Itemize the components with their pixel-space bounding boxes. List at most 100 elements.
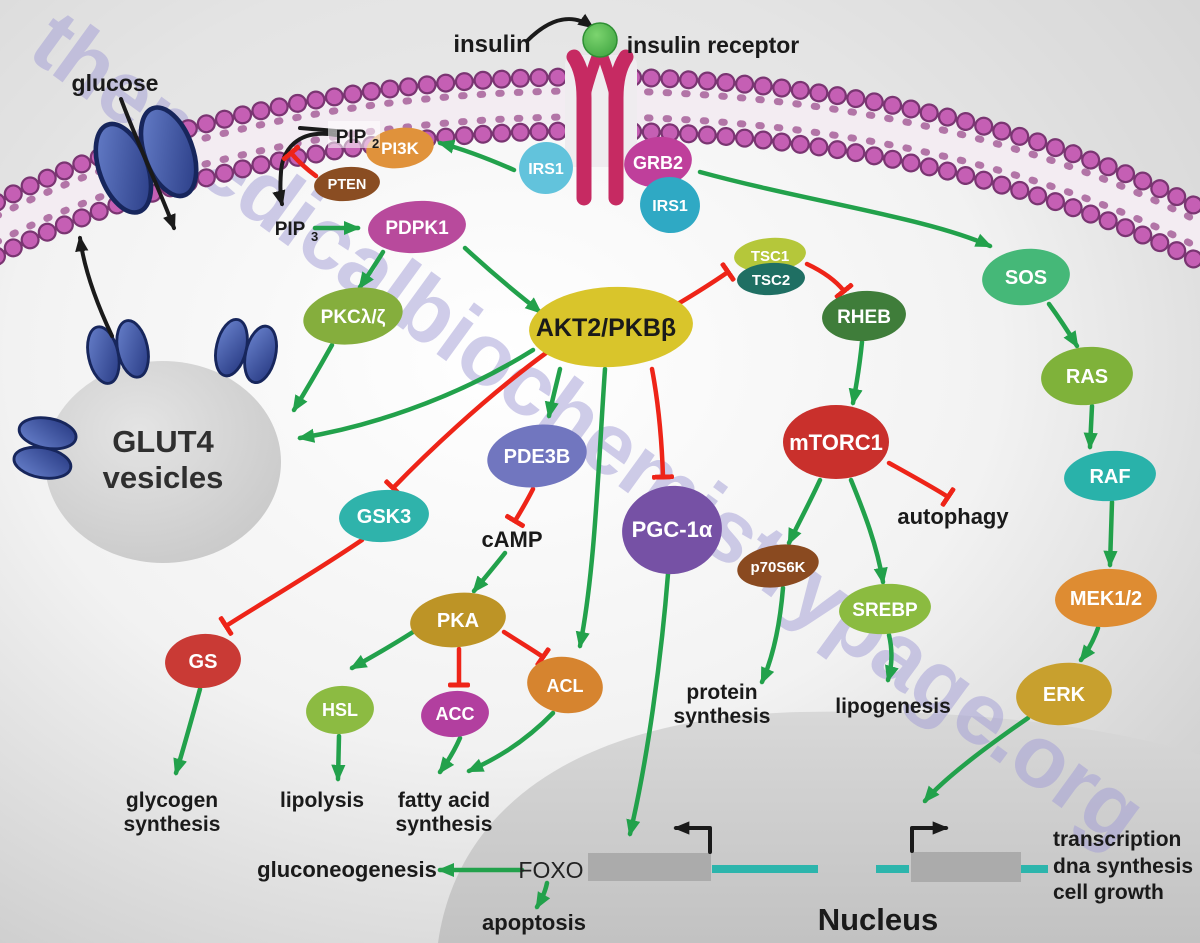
arrow-glucose-uptake [119, 97, 176, 231]
svg-text:p70S6K: p70S6K [750, 559, 805, 576]
lipolysis-label: lipolysis [280, 789, 364, 812]
apoptosis-label: apoptosis [482, 910, 586, 935]
node-raf: RAF [1064, 450, 1156, 502]
node-irs1-right: IRS1 [640, 176, 700, 234]
glut4-label-line2: vesicles [103, 460, 224, 495]
node-mtorc1: mTORC1 [783, 405, 889, 479]
node-grb2: GRB2 [624, 136, 692, 188]
arrow-acc-fattyacid [437, 735, 463, 775]
svg-text:PGC-1α: PGC-1α [632, 517, 713, 542]
arrow-acl-fattyacid [466, 710, 556, 774]
arrow-camp-pka [471, 550, 508, 594]
arrow-akt-pde3b [544, 366, 563, 419]
svg-text:GRB2: GRB2 [633, 153, 683, 173]
node-pkc: PKCλ/ζ [303, 287, 403, 345]
arrow-gs-glycogen [173, 686, 203, 776]
node-mek12: MEK1/2 [1055, 568, 1157, 628]
svg-text:RAF: RAF [1089, 466, 1130, 488]
node-irs1-left: IRS1 [519, 141, 573, 195]
arrow-insulin-binding [525, 13, 595, 43]
protein-synthesis-label-line1: protein [686, 681, 757, 704]
svg-text:GS: GS [189, 651, 218, 673]
arrow-pgc1a-gene [626, 571, 671, 837]
svg-text:GSK3: GSK3 [357, 506, 411, 528]
svg-text:IRS1: IRS1 [652, 198, 688, 215]
foxo-label: FOXO [518, 857, 583, 883]
node-ras: RAS [1041, 346, 1133, 406]
insulin-ligand-icon [582, 22, 618, 58]
glucose-label: glucose [72, 70, 159, 96]
node-acc: ACC [421, 690, 489, 738]
protein-synthesis-label-line2: synthesis [674, 705, 771, 728]
svg-text:PTEN: PTEN [328, 177, 367, 193]
node-acl: ACL [527, 656, 603, 714]
svg-text:ACC: ACC [436, 704, 475, 724]
svg-text:PIP: PIP [336, 127, 367, 148]
node-akt: AKT2/PKBβ [529, 286, 693, 368]
arrow-erk-gene [922, 715, 1031, 804]
node-srebp: SREBP [839, 583, 931, 635]
inhibit-tsc-rheb [804, 261, 854, 300]
inhibit-akt-gsk3 [384, 350, 549, 497]
arrow-pkc-glut4 [291, 342, 335, 413]
inhibit-mtorc1-autophagy [886, 460, 956, 507]
svg-text:PI3K: PI3K [381, 139, 420, 158]
svg-text:ERK: ERK [1043, 684, 1086, 706]
nucleus-region [438, 711, 1200, 943]
transcription-start-arrow-right [910, 821, 949, 853]
svg-text:mTORC1: mTORC1 [789, 430, 883, 455]
arrow-rheb-mtorc1 [848, 339, 865, 406]
pip3-label: PIP 3 [275, 219, 319, 244]
gene-box-left [588, 853, 711, 881]
svg-text:SOS: SOS [1005, 267, 1047, 289]
arrow-ras-raf [1083, 403, 1098, 450]
arrow-pdpk1-akt [462, 245, 543, 315]
transcription-label-line2: dna synthesis [1053, 855, 1193, 878]
pip2-label: PIP 2 [328, 121, 380, 151]
svg-text:RHEB: RHEB [837, 307, 891, 328]
node-pka: PKA [410, 592, 506, 648]
svg-text:AKT2/PKBβ: AKT2/PKBβ [536, 314, 676, 342]
inhibit-pten-pip3 [281, 144, 319, 179]
arrow-pdpk1-pkc [357, 249, 386, 290]
node-p70s6k: p70S6K [737, 544, 819, 588]
arrow-p70s6k-protein [759, 585, 786, 685]
gene-right [910, 821, 1048, 882]
arrow-mek-erk [1078, 625, 1101, 663]
svg-text:PDE3B: PDE3B [504, 446, 571, 468]
svg-text:ACL: ACL [547, 676, 584, 696]
glut4-label-line1: GLUT4 [112, 424, 214, 459]
svg-text:3: 3 [311, 229, 318, 244]
node-rheb: RHEB [822, 290, 906, 342]
extracellular-region [0, 0, 1200, 209]
arrow-srebp-lipogenesis [885, 632, 899, 683]
svg-text:PDPK1: PDPK1 [385, 218, 449, 239]
svg-text:MEK1/2: MEK1/2 [1070, 588, 1142, 610]
node-tsc2: TSC2 [737, 262, 805, 296]
gene-box-right [911, 852, 1021, 882]
node-sos: SOS [982, 248, 1070, 306]
autophagy-label: autophagy [897, 504, 1009, 529]
arrow-mtorc1-p70s6k [786, 477, 823, 546]
node-erk: ERK [1016, 662, 1112, 726]
arrow-mtorc1-srebp [848, 477, 888, 585]
svg-text:PKCλ/ζ: PKCλ/ζ [321, 307, 386, 328]
svg-text:RAS: RAS [1066, 366, 1108, 388]
svg-text:TSC1: TSC1 [751, 248, 789, 265]
svg-text:PKA: PKA [437, 610, 479, 632]
glycogen-synthesis-label-line1: glycogen [126, 789, 218, 812]
arrow-pka-hsl [349, 629, 416, 671]
transcription-label-line1: transcription [1053, 828, 1181, 851]
gluconeogenesis-label: gluconeogenesis [257, 857, 437, 882]
node-gsk3: GSK3 [339, 489, 429, 543]
fatty-acid-synthesis-label-line1: fatty acid [398, 789, 490, 812]
svg-text:HSL: HSL [322, 700, 358, 720]
svg-text:TSC2: TSC2 [752, 272, 790, 289]
gene-left [588, 821, 909, 881]
svg-text:IRS1: IRS1 [528, 161, 564, 178]
fatty-acid-synthesis-label-line2: synthesis [396, 813, 493, 836]
node-pdpk1: PDPK1 [368, 200, 466, 254]
inhibit-pde3b-camp [505, 486, 536, 529]
insulin-label: insulin [453, 31, 530, 58]
